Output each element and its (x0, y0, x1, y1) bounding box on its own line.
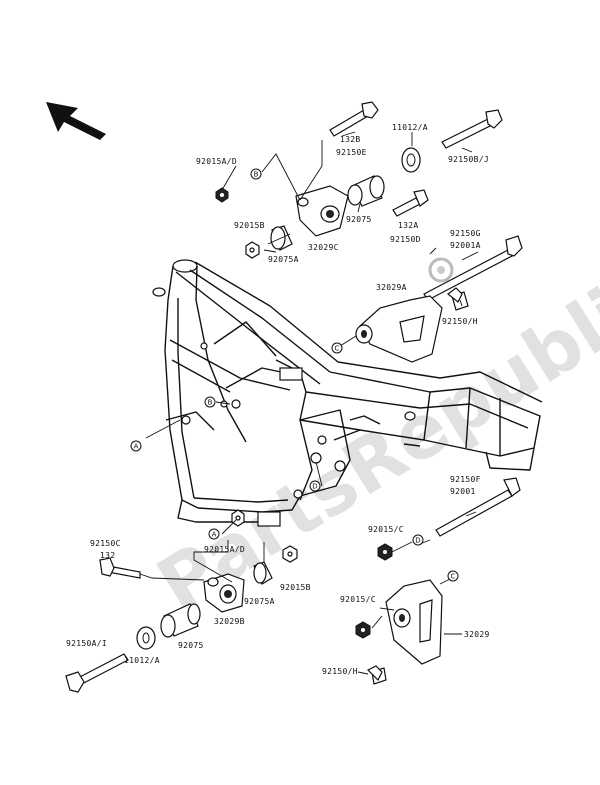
part-bushing-92075-bottom[interactable] (160, 603, 201, 638)
label-92015b-bottom: 92015B (280, 583, 311, 592)
part-bolt-92150h-mid[interactable] (447, 287, 469, 311)
label-32029b: 32029B (214, 617, 245, 626)
label-92001: 92001 (450, 487, 476, 496)
callout-b-frame: B (204, 396, 216, 408)
svg-text:B: B (208, 399, 213, 407)
part-bolt-132a[interactable] (392, 189, 429, 217)
part-labels: 132B 11012/A 92150E 92150B/J 92015A/D 92… (66, 123, 490, 676)
label-92075a-bottom: 92075A (244, 597, 275, 606)
label-92075-top: 92075 (346, 215, 372, 224)
leader-lines (139, 131, 479, 675)
label-92075-bottom: 92075 (178, 641, 204, 650)
part-bolt-132b[interactable] (329, 101, 379, 137)
part-bracket-32029[interactable] (385, 579, 443, 665)
label-92150ai: 92150A/I (66, 639, 107, 648)
label-92001a: 92001A (450, 241, 481, 250)
callout-a-bottom: A (208, 528, 220, 540)
front-direction-arrow-icon (46, 102, 106, 140)
part-washer-11012a-bottom[interactable] (136, 626, 156, 650)
label-92015ad-top: 92015A/D (196, 157, 237, 166)
part-bracket-32029b[interactable] (203, 573, 245, 613)
callout-a-frame: A (130, 440, 142, 452)
label-92015ad-bottom: 92015A/D (204, 545, 245, 554)
part-washer-11012a-top[interactable] (401, 147, 421, 173)
svg-text:A: A (134, 443, 139, 451)
label-32029a: 32029A (376, 283, 407, 292)
part-nut-92015c-bottom[interactable] (355, 621, 371, 639)
callout-d-bottom: D (412, 534, 424, 546)
part-rubber-92075a-bottom[interactable] (253, 561, 273, 585)
part-bolt-92150h-bottom[interactable] (366, 665, 387, 685)
label-11012a-bottom: 11012/A (124, 656, 160, 665)
label-32029c: 32029C (308, 243, 339, 252)
label-92150f: 92150F (450, 475, 481, 484)
part-bolt-92001[interactable] (435, 477, 521, 537)
label-92150c: 92150C (90, 539, 121, 548)
callout-b-top: B (250, 168, 262, 180)
svg-text:B: B (254, 171, 259, 179)
label-92150e: 92150E (336, 148, 367, 157)
part-bolt-132[interactable] (99, 557, 141, 579)
callout-c-top: C (331, 342, 343, 354)
part-nut-92015ad-bottom[interactable] (231, 509, 245, 527)
label-92075a-top: 92075A (268, 255, 299, 264)
part-bolt-92150bj[interactable] (441, 109, 503, 149)
label-92015c-mid: 92015/C (368, 525, 404, 534)
svg-text:D: D (312, 483, 317, 491)
main-frame (152, 259, 543, 527)
label-92150bj: 92150B/J (448, 155, 489, 164)
label-92150h-mid: 92150/H (442, 317, 478, 326)
label-92015b-top: 92015B (234, 221, 265, 230)
part-bracket-32029a[interactable] (355, 295, 443, 363)
label-92150g: 92150G (450, 229, 481, 238)
label-32029: 32029 (464, 630, 490, 639)
part-bushing-92075-top[interactable] (347, 175, 385, 207)
svg-text:C: C (335, 345, 340, 353)
part-nut-92015ad-top[interactable] (215, 187, 229, 203)
label-92150h-bottom: 92150/H (322, 667, 358, 676)
svg-text:C: C (451, 573, 456, 581)
label-132a: 132A (398, 221, 418, 230)
part-nut-92015c-mid[interactable] (377, 543, 393, 561)
label-92150d: 92150D (390, 235, 421, 244)
label-11012a-top: 11012/A (392, 123, 428, 132)
svg-text:D: D (415, 537, 420, 545)
label-132b: 132B (340, 135, 360, 144)
part-bracket-32029c[interactable] (295, 185, 349, 237)
label-92015c-bottom: 92015/C (340, 595, 376, 604)
callout-c-bottom: C (447, 570, 459, 582)
watermark-text: PartsRepublik (143, 245, 600, 628)
label-132: 132 (100, 551, 115, 560)
part-bolt-92150ai[interactable] (65, 653, 129, 693)
svg-text:A: A (212, 531, 217, 539)
part-nut-92015b-bottom[interactable] (282, 545, 298, 563)
gear-watermark-icon (428, 257, 454, 283)
callout-d-frame: D (309, 480, 321, 492)
watermark: PartsRepublik (143, 245, 600, 628)
part-nut-92015b-top[interactable] (245, 241, 260, 259)
